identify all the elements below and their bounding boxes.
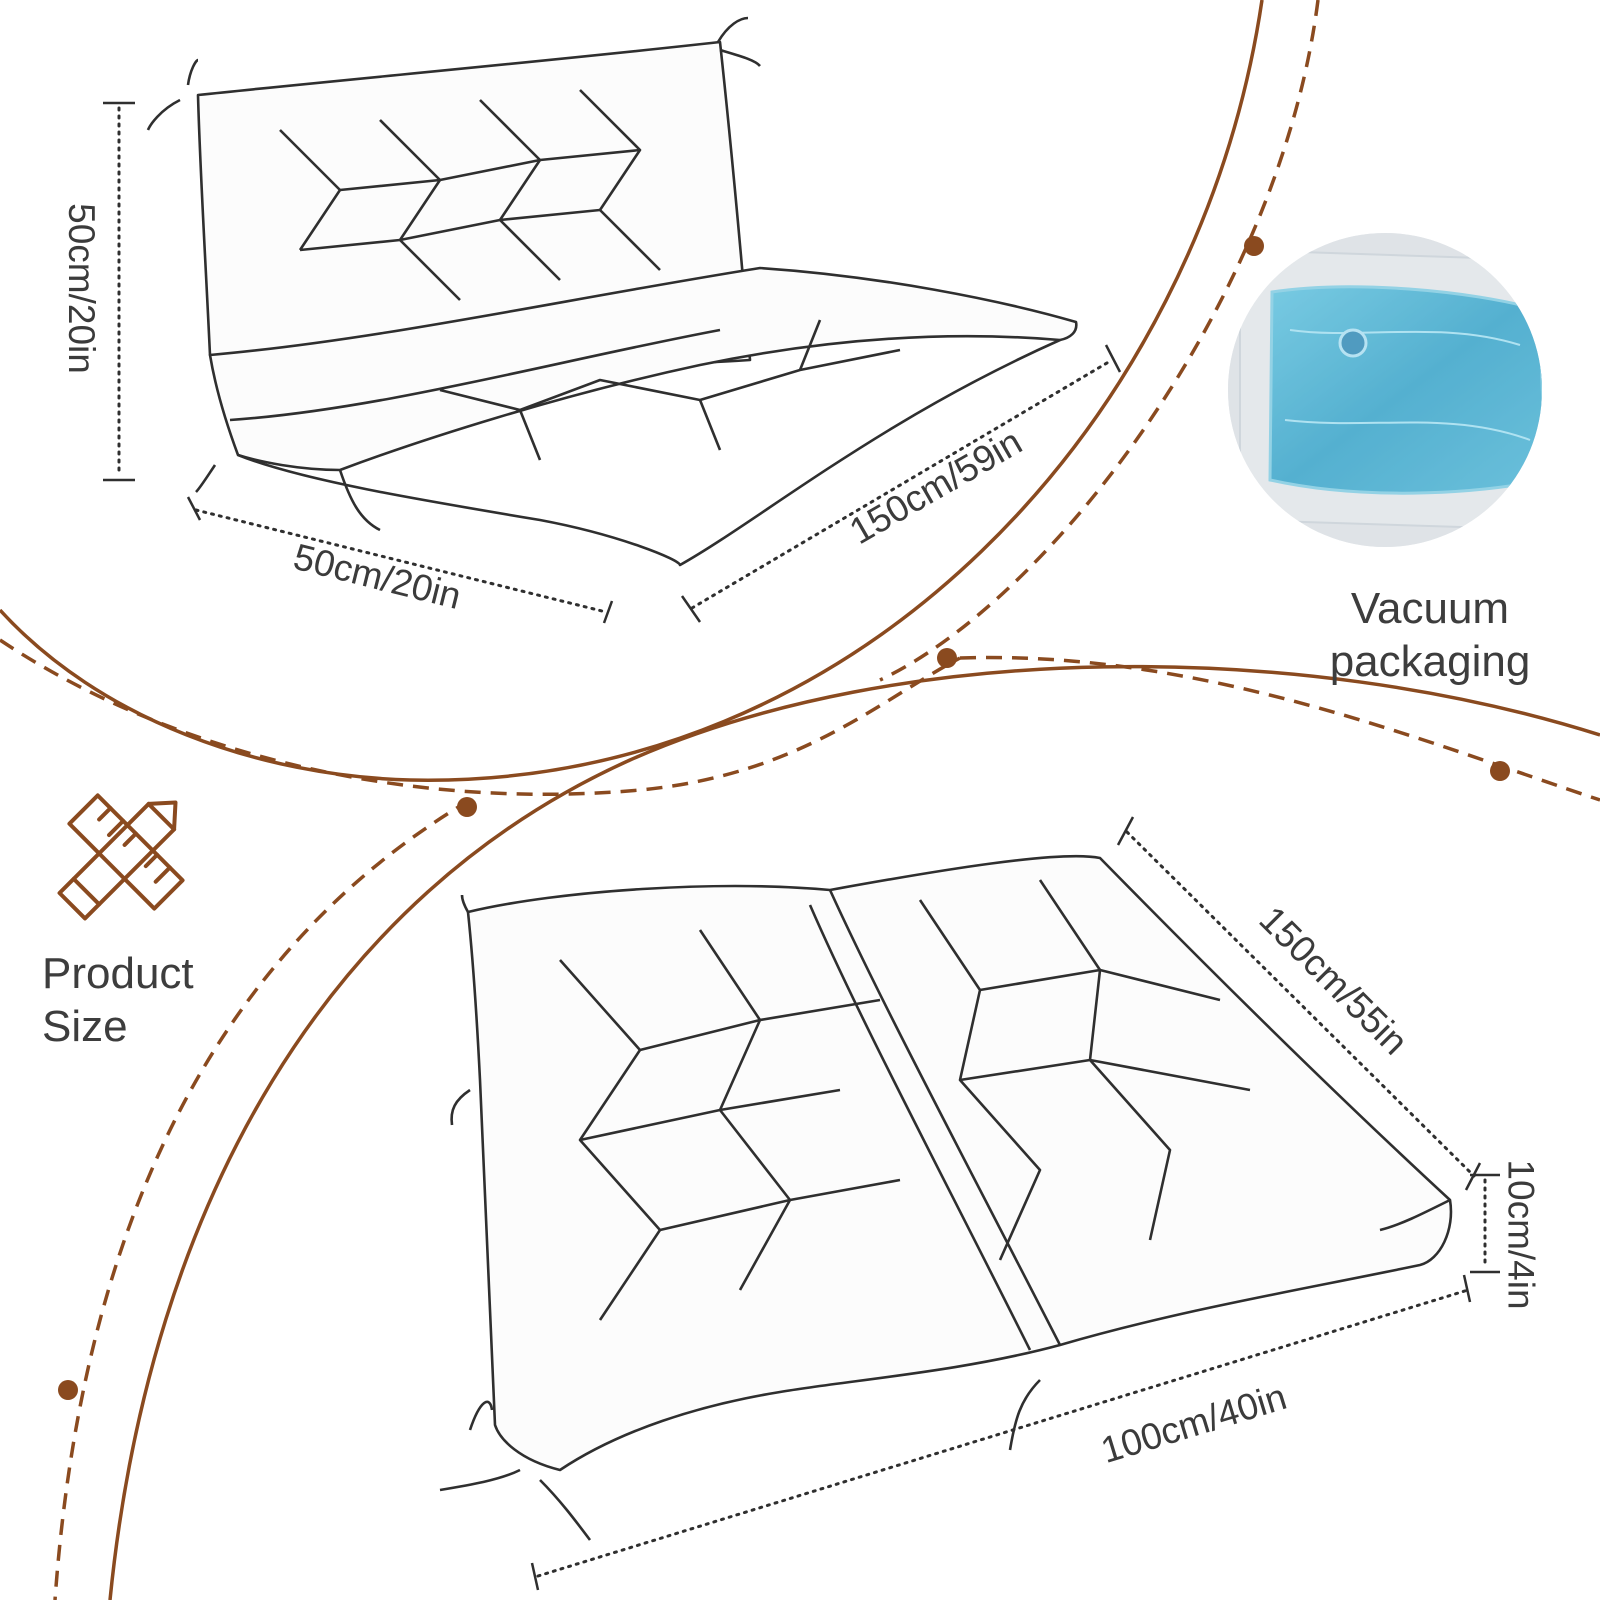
size-caption-line2: Size (42, 1001, 128, 1051)
arc-dots (58, 236, 1510, 1400)
vacuum-packaging-caption: Vacuum packaging (1300, 583, 1560, 689)
bottom-solid-arc (108, 664, 1600, 1600)
top-right-dashed-arc (879, 0, 1320, 682)
mat-dimension-lines (530, 816, 1500, 1591)
mat-thickness-label: 10cm/4in (1500, 1159, 1542, 1310)
ruler-pencil-icon (57, 793, 185, 921)
mat-cushion-drawing (439, 854, 1453, 1541)
vacuum-package-image (1228, 233, 1542, 547)
right-dashed-arc (959, 655, 1600, 802)
size-caption-line1: Product (42, 949, 194, 998)
left-dashed-arc (53, 798, 471, 1600)
product-size-caption: Product Size (42, 948, 262, 1054)
vacuum-caption-line1: Vacuum (1350, 584, 1510, 633)
back-height-label: 50cm/20in (60, 203, 102, 374)
bench-cushion-drawing (146, 16, 1078, 567)
bench-dimension-lines (103, 101, 1122, 624)
vacuum-caption-line2: packaging (1329, 636, 1531, 686)
top-solid-arc (0, 0, 1264, 782)
mid-dashed-arc (0, 638, 961, 797)
